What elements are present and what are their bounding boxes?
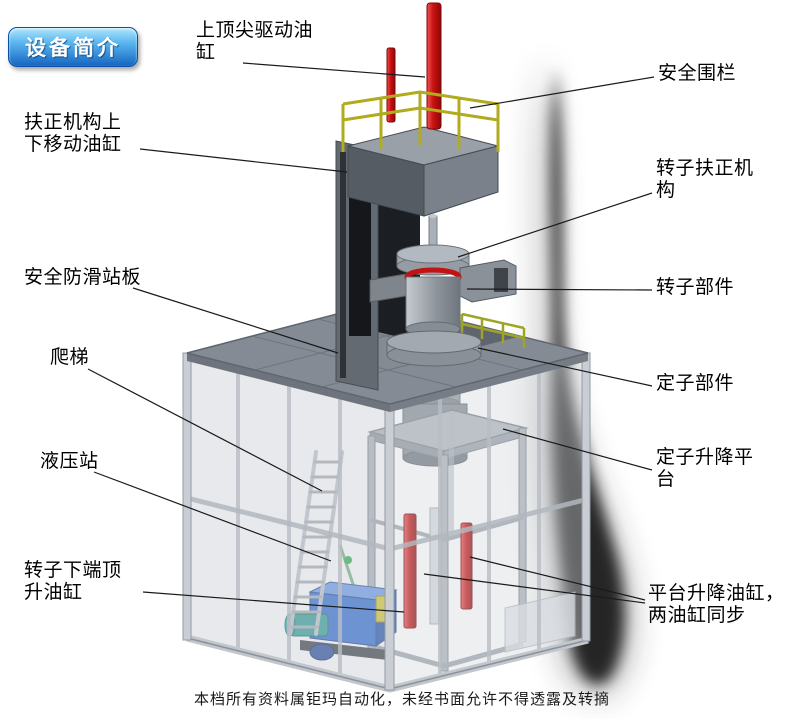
footer-disclaimer: 本档所有资料属钜玛自动化，未经书面允许不得透露及转摘	[193, 691, 610, 708]
label-stator-part: 定子部件	[656, 373, 735, 394]
leader-lines	[87, 62, 655, 613]
rotor-assembly	[369, 214, 517, 367]
label-hydraulic-station: 液压站	[40, 451, 99, 472]
label-rotor-part: 转子部件	[656, 277, 735, 298]
label-safety-fence: 安全围栏	[658, 63, 737, 84]
equipment-intro-badge: 设备简介	[8, 27, 138, 67]
label-anti-slip-standing-board: 安全防滑站板	[24, 267, 142, 288]
label-centering-mech-cylinder: 扶正机构上 下移动油缸	[24, 112, 122, 156]
label-ladder: 爬梯	[50, 347, 90, 368]
label-top-tip-drive-cylinder: 上顶尖驱动油 缸	[196, 20, 314, 64]
enclosure	[182, 352, 591, 693]
safety-fence-railing	[341, 90, 500, 152]
label-rotor-centering-mech: 转子扶正机 构	[656, 158, 754, 202]
label-rotor-bottom-jack-cylinder: 转子下端顶 升油缸	[24, 560, 122, 604]
background-shadow	[537, 55, 634, 696]
deck-side-rail	[460, 312, 526, 348]
label-platform-lift-cylinders: 平台升降油缸， 两油缸同步	[648, 583, 785, 627]
top-tip-drive-cylinder-rod	[386, 2, 442, 130]
label-stator-lift-platform: 定子升降平 台	[656, 447, 754, 491]
